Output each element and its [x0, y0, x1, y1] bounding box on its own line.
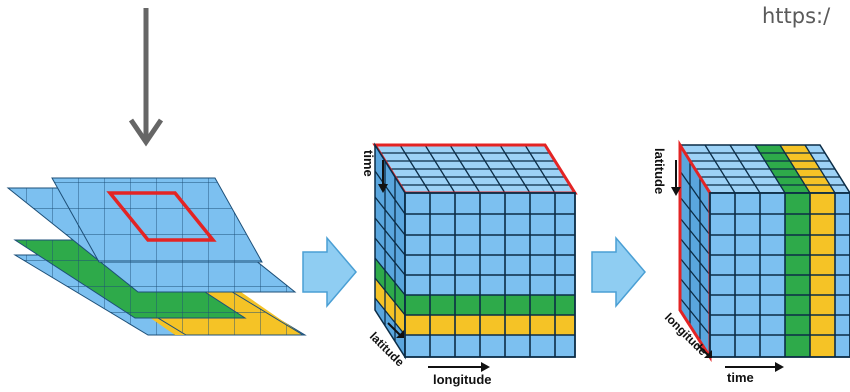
cube2-axis-time: time [725, 362, 784, 385]
cube-time-first [372, 142, 578, 360]
cube-location-first [678, 139, 850, 363]
cube1-axis-time: time [361, 150, 388, 193]
right-arrow-icon [591, 235, 646, 309]
cube2-axis-latitude: latitude [652, 148, 681, 196]
url-fragment: https:/ [762, 4, 831, 28]
axis-label-latitude: latitude [652, 148, 667, 194]
layer-blue-top [51, 177, 263, 263]
axis-label-longitude: longitude [433, 372, 492, 387]
down-arrow-icon [128, 8, 164, 147]
axis-label-time: time [361, 150, 376, 177]
axis-label-time: time [727, 370, 754, 385]
cube1-axis-longitude: longitude [428, 362, 492, 387]
layer-stack [6, 177, 307, 336]
right-arrow-icon [302, 235, 357, 309]
red-region [106, 191, 217, 242]
